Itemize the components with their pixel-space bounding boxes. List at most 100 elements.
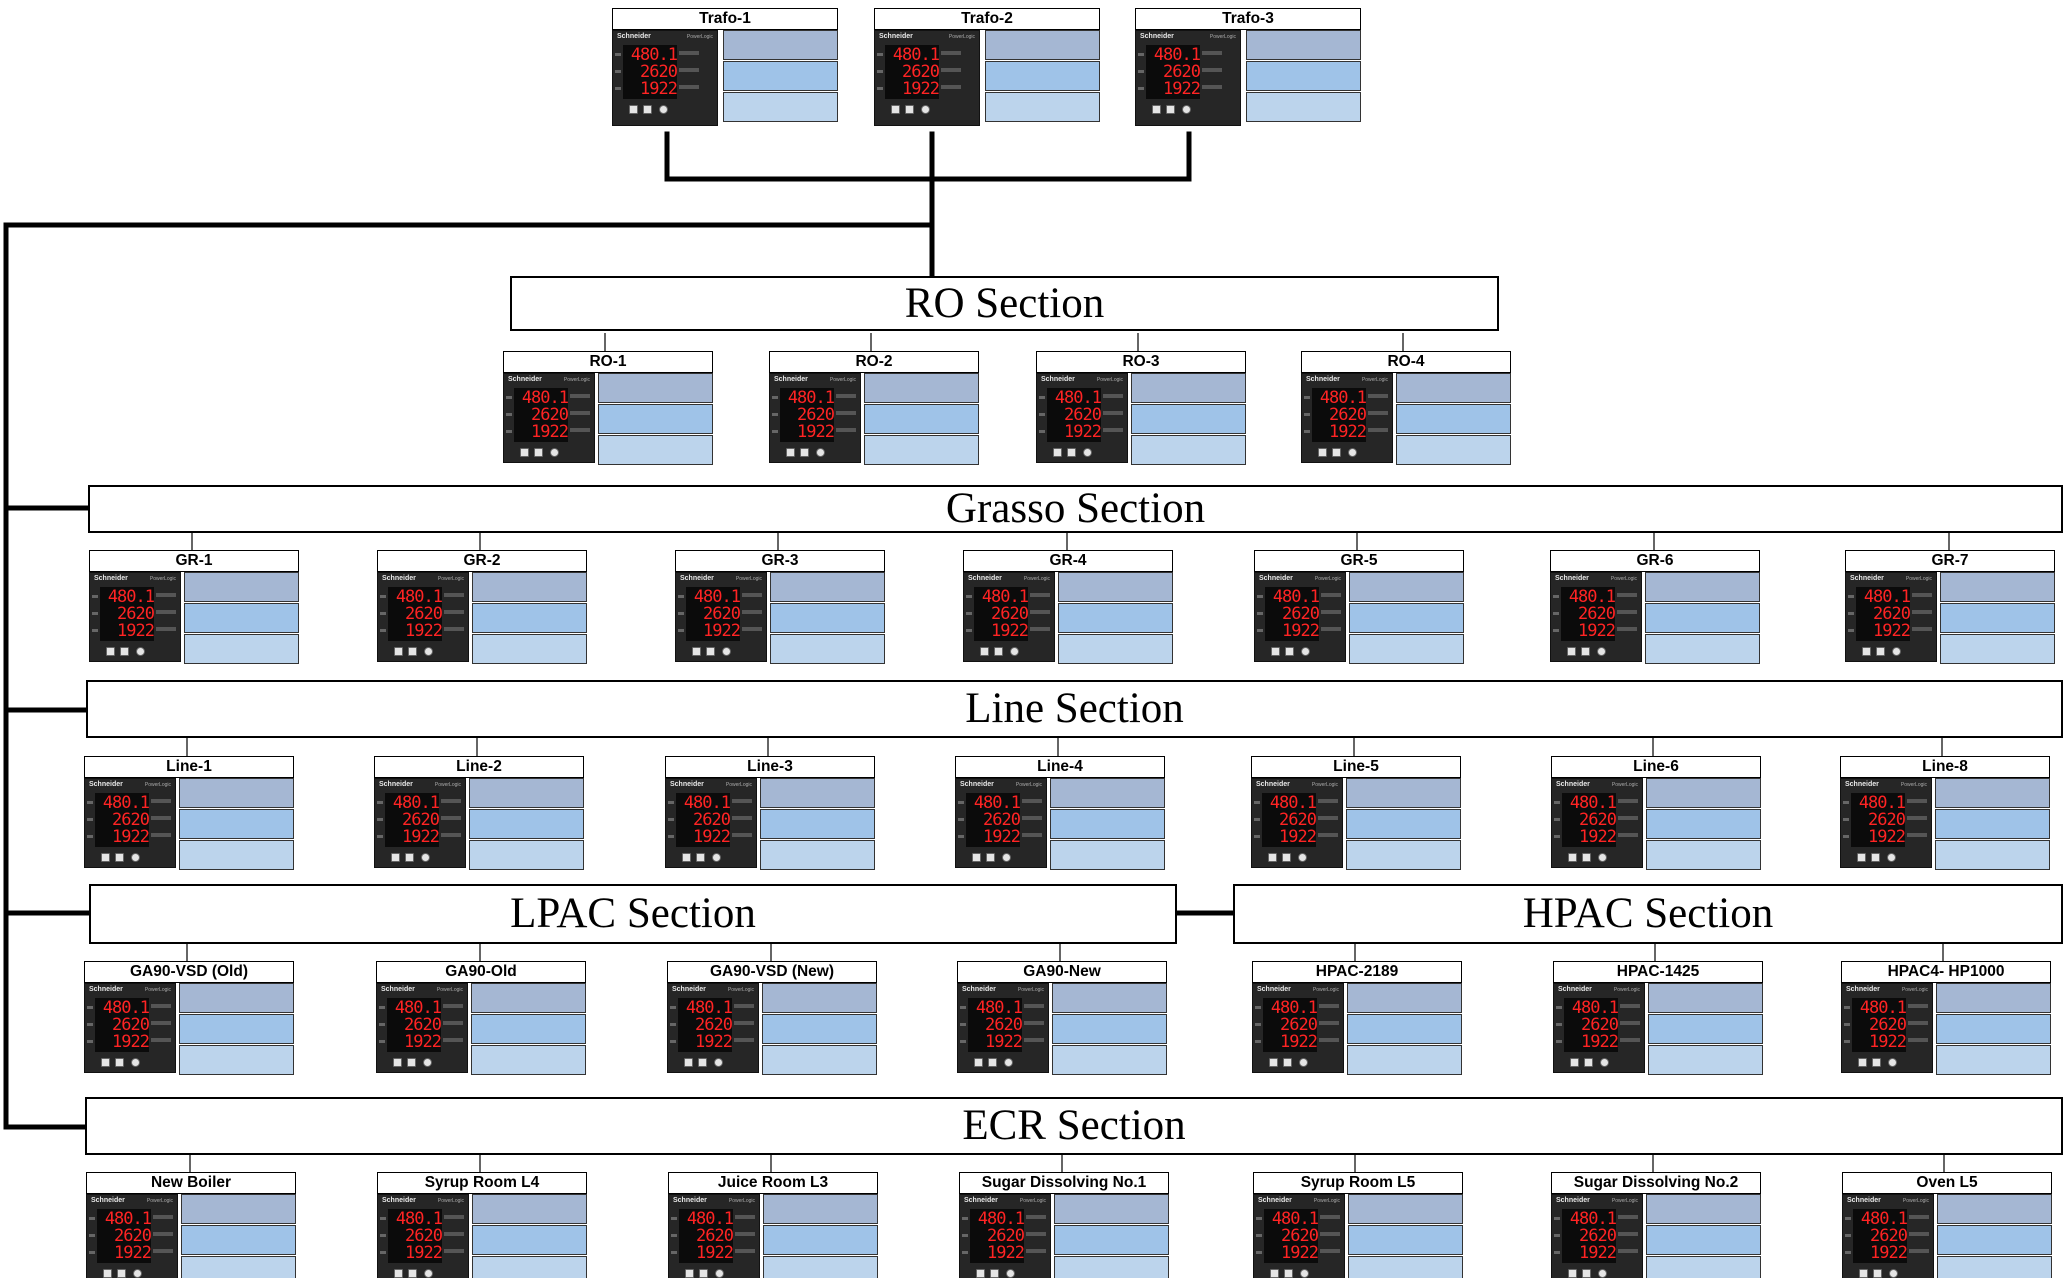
meter-button[interactable] (786, 448, 795, 457)
meter-button[interactable] (1152, 105, 1161, 114)
meter-button[interactable] (520, 448, 529, 457)
meter-button[interactable] (1053, 448, 1062, 457)
meter-round-button[interactable] (722, 647, 731, 656)
meter-button[interactable] (1876, 647, 1885, 656)
meter-button[interactable] (115, 1058, 124, 1067)
meter-button[interactable] (405, 853, 414, 862)
meter-round-button[interactable] (659, 105, 668, 114)
meter-button[interactable] (696, 853, 705, 862)
meter-button[interactable] (1567, 647, 1576, 656)
meter-button[interactable] (1270, 1269, 1279, 1278)
meter-button[interactable] (643, 105, 652, 114)
meter-button[interactable] (1582, 1269, 1591, 1278)
meter-round-button[interactable] (136, 647, 145, 656)
meter-button[interactable] (103, 1269, 112, 1278)
meter-button[interactable] (1269, 1058, 1278, 1067)
meter-button[interactable] (976, 1269, 985, 1278)
meter-button[interactable] (1271, 647, 1280, 656)
meter-button[interactable] (408, 647, 417, 656)
meter-button[interactable] (1166, 105, 1175, 114)
meter-button[interactable] (980, 647, 989, 656)
meter-button[interactable] (534, 448, 543, 457)
meter-button[interactable] (408, 1269, 417, 1278)
meter-button[interactable] (1581, 647, 1590, 656)
meter-round-button[interactable] (1598, 853, 1607, 862)
meter-button[interactable] (101, 853, 110, 862)
meter-button[interactable] (1872, 1058, 1881, 1067)
meter-round-button[interactable] (1301, 647, 1310, 656)
meter-round-button[interactable] (424, 1269, 433, 1278)
meter-button[interactable] (1570, 1058, 1579, 1067)
meter-button[interactable] (101, 1058, 110, 1067)
meter-round-button[interactable] (1598, 1269, 1607, 1278)
meter-button[interactable] (1285, 647, 1294, 656)
meter-button[interactable] (394, 1269, 403, 1278)
meter-button[interactable] (106, 647, 115, 656)
meter-button[interactable] (394, 647, 403, 656)
meter-round-button[interactable] (423, 1058, 432, 1067)
meter-button[interactable] (391, 853, 400, 862)
meter-round-button[interactable] (714, 1058, 723, 1067)
meter-button[interactable] (1067, 448, 1076, 457)
meter-round-button[interactable] (1300, 1269, 1309, 1278)
meter-button[interactable] (974, 1058, 983, 1067)
meter-button[interactable] (891, 105, 900, 114)
meter-button[interactable] (1568, 1269, 1577, 1278)
meter-button[interactable] (1284, 1269, 1293, 1278)
meter-button[interactable] (972, 853, 981, 862)
meter-button[interactable] (629, 105, 638, 114)
meter-round-button[interactable] (1600, 1058, 1609, 1067)
meter-round-button[interactable] (1299, 1058, 1308, 1067)
meter-button[interactable] (990, 1269, 999, 1278)
meter-button[interactable] (115, 853, 124, 862)
meter-button[interactable] (682, 853, 691, 862)
meter-button[interactable] (685, 1269, 694, 1278)
meter-button[interactable] (1857, 853, 1866, 862)
meter-button[interactable] (120, 647, 129, 656)
meter-round-button[interactable] (131, 853, 140, 862)
meter-button[interactable] (988, 1058, 997, 1067)
meter-button[interactable] (905, 105, 914, 114)
meter-round-button[interactable] (424, 647, 433, 656)
meter-button[interactable] (1582, 853, 1591, 862)
meter-button[interactable] (117, 1269, 126, 1278)
meter-round-button[interactable] (550, 448, 559, 457)
meter-round-button[interactable] (1889, 1269, 1898, 1278)
meter-button[interactable] (800, 448, 809, 457)
meter-button[interactable] (1873, 1269, 1882, 1278)
meter-button[interactable] (692, 647, 701, 656)
meter-button[interactable] (1568, 853, 1577, 862)
meter-round-button[interactable] (1182, 105, 1191, 114)
meter-button[interactable] (1282, 853, 1291, 862)
meter-button[interactable] (1862, 647, 1871, 656)
meter-button[interactable] (1858, 1058, 1867, 1067)
meter-button[interactable] (684, 1058, 693, 1067)
meter-round-button[interactable] (1888, 1058, 1897, 1067)
meter-button[interactable] (1268, 853, 1277, 862)
meter-round-button[interactable] (712, 853, 721, 862)
